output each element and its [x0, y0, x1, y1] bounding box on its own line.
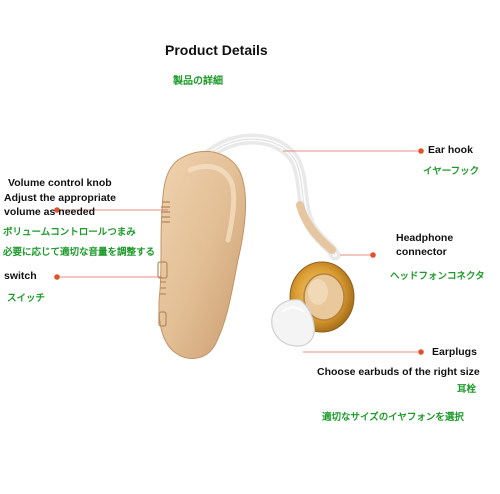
earplugs-label: Earplugs: [432, 346, 477, 358]
hearing-aid-body: [158, 150, 247, 359]
switch: [157, 261, 168, 327]
volume-label-line1: Volume control knob: [8, 177, 112, 189]
ear-hook-label: Ear hook: [428, 144, 473, 156]
earplugs-label-jp: 耳栓: [457, 384, 477, 395]
page-title: Product Details: [165, 42, 268, 58]
volume-knob: [161, 201, 170, 223]
volume-label-jp1: ボリュームコントロールつまみ: [3, 227, 136, 238]
connector-tube: [296, 201, 336, 254]
volume-label-line3: volume as needed: [4, 206, 96, 218]
volume-label-line2: Adjust the appropriate: [4, 192, 117, 204]
switch-label: switch: [4, 270, 37, 282]
headphone-label-line1: Headphone: [396, 232, 454, 244]
earplugs-desc: Choose earbuds of the right size: [317, 366, 480, 378]
earplugs-desc-jp: 適切なサイズのイヤフォンを選択: [322, 412, 464, 423]
page-subtitle-jp: 製品の詳細: [173, 76, 223, 87]
switch-label-jp: スイッチ: [7, 293, 46, 304]
headphone-label-jp: ヘッドフォンコネクタ: [390, 271, 485, 282]
headphone-label-line2: connector: [396, 246, 447, 258]
ear-hook-label-jp: イヤーフック: [423, 166, 480, 177]
volume-label-jp2: 必要に応じて適切な音量を調整する: [3, 247, 156, 258]
